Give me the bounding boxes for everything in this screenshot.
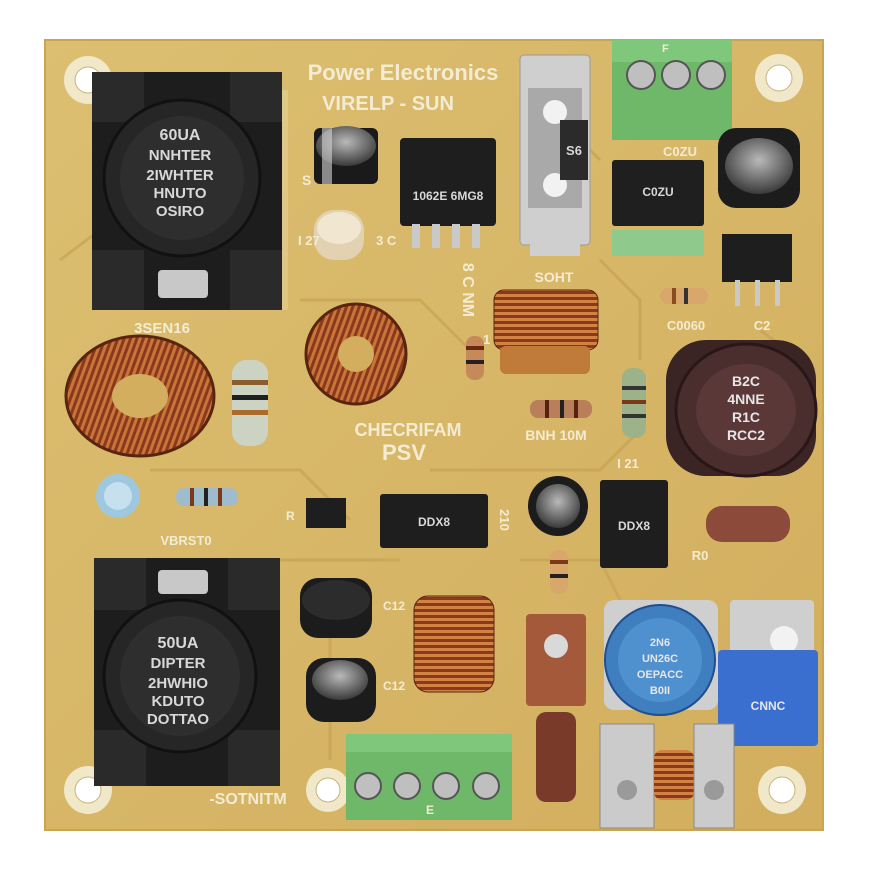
transformer-top-line-1: 60UA (160, 127, 201, 144)
regulator-blue: CNNC (718, 600, 818, 746)
capacitor-large-line-3: R1C (732, 409, 760, 425)
ic-center: DDX8 (380, 494, 488, 548)
capacitor-large-line-2: 4NNE (727, 391, 764, 407)
terminal-block-bottom: E (346, 734, 512, 820)
silk-c0zu: C0ZU (663, 144, 697, 159)
resistor-vertical-mid (466, 336, 484, 380)
ic-top-right-label: C0ZU (642, 185, 673, 199)
ic-right-mid-label: DDX8 (618, 519, 650, 533)
capacitor-blue-line-3: OEPACC (637, 669, 683, 681)
silk-210: 210 (497, 509, 512, 531)
silk-127: I 27 (298, 233, 320, 248)
regulator-blue-label: CNNC (751, 699, 786, 713)
capacitor-top-right (718, 128, 800, 208)
capacitor-blue-small-left (96, 474, 140, 518)
transistor-right (722, 234, 792, 306)
ic-top-mid: 1062E 6MG8 (400, 138, 496, 248)
silk-bnh-10m: BNH 10M (525, 427, 586, 443)
transistor-smd-left (306, 498, 346, 528)
transformer-top-line-2: NNHTER (149, 147, 212, 164)
center-label: CHECRIFAM (355, 420, 462, 440)
mounting-hole-bottom-mid (306, 768, 350, 812)
inductor-bottom-center (413, 595, 495, 693)
transformer-top: 60UA NNHTER 2IWHTER HNUTO OSIRO (92, 72, 288, 310)
silk-r0: R0 (692, 548, 709, 563)
transformer-bottom-line-1: 50UA (158, 635, 199, 652)
capacitor-small-center (528, 476, 588, 536)
transformer-bottom-line-4: KDUTO (151, 693, 204, 710)
silk-c0060: C0060 (667, 318, 705, 333)
board-title: Power Electronics (308, 60, 499, 85)
ic-top-mid-label: 1062E 6MG8 (413, 189, 484, 203)
silk-r: R (286, 509, 295, 523)
silk-vbrst0: VBRST0 (160, 533, 211, 548)
terminal-bottom-mark: E (426, 803, 434, 817)
transformer-top-label: 3SEN16 (134, 320, 190, 337)
silk-c2: C2 (754, 318, 771, 333)
silk-c12-b: C12 (383, 679, 405, 693)
transformer-bottom-line-5: DOTTAO (147, 711, 210, 728)
capacitor-bottom-1 (300, 578, 372, 638)
transformer-bottom-label: -SOTNITM (209, 791, 286, 808)
toroid-inductor-left (64, 334, 216, 458)
silk-3c: 3 C (376, 233, 397, 248)
silk-c12-a: C12 (383, 599, 405, 613)
ic-top-right: C0ZU (612, 160, 704, 256)
resistor-vertical-lower (550, 550, 568, 594)
inductor-bottom-small (654, 750, 694, 800)
mounting-hole-top-right (755, 54, 803, 102)
ic-right-mid: DDX8 (600, 480, 668, 568)
heatsink-bottom-right (693, 723, 735, 829)
ic-center-label: DDX8 (418, 515, 450, 529)
capacitor-large-line-4: RCC2 (727, 427, 765, 443)
transformer-top-line-5: OSIRO (156, 203, 205, 220)
board-subtitle: VIRELP - SUN (322, 93, 454, 115)
capacitor-large-line-1: B2C (732, 373, 760, 389)
toroid-inductor-center (304, 302, 408, 406)
heatsink-bottom-left (599, 723, 655, 829)
mosfet-bottom (526, 614, 586, 802)
terminal-block-top: F (612, 40, 732, 140)
capacitor-top-small (314, 126, 378, 184)
transformer-top-line-4: HNUTO (153, 185, 206, 202)
transformer-bottom-line-2: DIPTER (150, 655, 205, 672)
silk-8cnm: 8 C NM (459, 263, 476, 317)
terminal-top-mark: F (662, 43, 669, 55)
capacitor-brown-right (706, 506, 790, 542)
resistor-left-mid (176, 488, 238, 506)
capacitor-top-beige (314, 210, 364, 260)
capacitor-bottom-2 (306, 658, 376, 722)
mosfet-top-label: S6 (566, 143, 582, 158)
silk-i21: I 21 (617, 456, 639, 471)
resistor-small-top-right (660, 288, 708, 304)
capacitor-large-right: B2C 4NNE R1C RCC2 (666, 340, 818, 478)
capacitor-blue-line-2: UN26C (642, 653, 678, 665)
silk-1: 1 (483, 332, 490, 347)
mounting-hole-bottom-right (758, 766, 806, 814)
transformer-bottom: 50UA DIPTER 2HWHIO KDUTO DOTTAO (94, 558, 280, 786)
capacitor-blue-large: 2N6 UN26C OEPACC B0II (604, 600, 718, 716)
capacitor-blue-line-4: B0II (650, 685, 670, 697)
transformer-top-line-3: 2IWHTER (146, 167, 214, 184)
resistor-vertical-right (622, 368, 646, 438)
inductor-top-center (493, 289, 599, 374)
capacitor-blue-line-1: 2N6 (650, 637, 670, 649)
resistor-left (232, 360, 268, 446)
center-label-2: PSV (382, 440, 426, 465)
silk-soht: SOHT (535, 269, 574, 285)
transformer-bottom-line-3: 2HWHIO (148, 675, 208, 692)
regulator-heatsink-top: S6 (519, 54, 591, 256)
resistor-horizontal-mid (530, 400, 592, 418)
silk-s: S (302, 172, 311, 188)
